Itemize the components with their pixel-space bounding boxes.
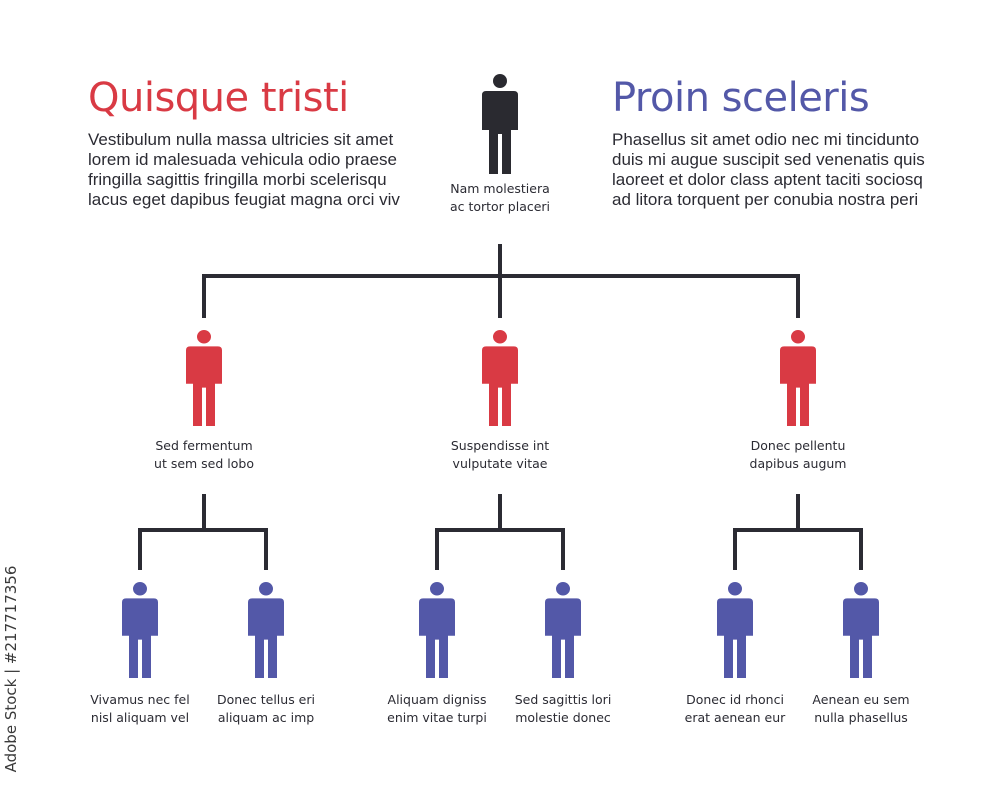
root-label-line: ac tortor placeri	[449, 199, 551, 214]
person-icon	[419, 582, 455, 678]
right-paragraph: Phasellus sit amet odio nec mi tincidunt…	[612, 130, 925, 210]
level2-label-line: aliquam ac imp	[217, 710, 315, 725]
right-title: Proin sceleris	[612, 75, 870, 121]
level2-label-line: molestie donec	[515, 710, 611, 725]
level1-label-line: ut sem sed lobo	[154, 456, 254, 471]
level1-label-line: dapibus augum	[749, 456, 847, 471]
level2-label-line: enim vitae turpi	[387, 710, 487, 725]
level2-label: Vivamus nec fel nisl aliquam vel	[65, 691, 215, 727]
level1-label: Donec pellentu dapibus augum	[723, 437, 873, 473]
right-paragraph-line: laoreet et dolor class aptent taciti soc…	[612, 170, 923, 189]
level2-label-line: erat aenean eur	[684, 710, 786, 725]
person-icon	[122, 582, 158, 678]
level2-label-line: Aenean eu sem	[812, 692, 910, 707]
right-paragraph-line: ad litora torquent per conubia nostra pe…	[612, 190, 919, 209]
person-icon	[717, 582, 753, 678]
level1-label-line: vulputate vitae	[452, 456, 548, 471]
left-title: Quisque tristi	[88, 75, 349, 121]
person-icon	[780, 330, 816, 426]
level2-node	[120, 582, 160, 682]
person-icon	[482, 330, 518, 426]
level2-node	[715, 582, 755, 682]
level2-label-line: nulla phasellus	[814, 710, 908, 725]
level2-label-line: nisl aliquam vel	[90, 710, 190, 725]
person-icon	[482, 74, 518, 174]
level2-label: Sed sagittis lori molestie donec	[488, 691, 638, 727]
level2-node	[417, 582, 457, 682]
level2-label: Aenean eu sem nulla phasellus	[786, 691, 936, 727]
level2-node	[841, 582, 881, 682]
root-label-line: Nam molestiera	[450, 181, 550, 196]
level1-label: Sed fermentum ut sem sed lobo	[129, 437, 279, 473]
left-paragraph-line: fringilla sagittis fringilla morbi scele…	[88, 170, 387, 189]
left-paragraph-line: Vestibulum nulla massa ultricies sit ame…	[88, 130, 394, 149]
left-paragraph: Vestibulum nulla massa ultricies sit ame…	[88, 130, 400, 210]
level2-label-line: Donec tellus eri	[217, 692, 315, 707]
person-icon	[186, 330, 222, 426]
level1-label-line: Sed fermentum	[155, 438, 253, 453]
level2-label-line: Sed sagittis lori	[514, 692, 612, 707]
left-paragraph-line: lacus eget dapibus feugiat magna orci vi…	[88, 190, 400, 209]
root-label: Nam molestiera ac tortor placeri	[425, 180, 575, 216]
left-paragraph-line: lorem id malesuada vehicula odio praese	[88, 150, 398, 169]
level2-label: Donec id rhonci erat aenean eur	[660, 691, 810, 727]
level1-label-line: Suspendisse int	[450, 438, 550, 453]
level2-node	[246, 582, 286, 682]
person-icon	[843, 582, 879, 678]
level2-node	[543, 582, 583, 682]
level2-label-line: Donec id rhonci	[686, 692, 784, 707]
level2-label-line: Vivamus nec fel	[90, 692, 190, 707]
level1-node	[184, 330, 224, 430]
level1-label-line: Donec pellentu	[750, 438, 846, 453]
level1-label: Suspendisse int vulputate vitae	[425, 437, 575, 473]
right-paragraph-line: duis mi augue suscipit sed venenatis qui…	[612, 150, 925, 169]
person-icon	[545, 582, 581, 678]
stock-credit: Adobe Stock | #217717356	[2, 565, 20, 773]
root-node	[480, 74, 520, 178]
level1-node	[778, 330, 818, 430]
level2-label: Donec tellus eri aliquam ac imp	[191, 691, 341, 727]
level1-node	[480, 330, 520, 430]
person-icon	[248, 582, 284, 678]
level2-label: Aliquam digniss enim vitae turpi	[362, 691, 512, 727]
right-paragraph-line: Phasellus sit amet odio nec mi tincidunt…	[612, 130, 920, 149]
level2-label-line: Aliquam digniss	[387, 692, 487, 707]
